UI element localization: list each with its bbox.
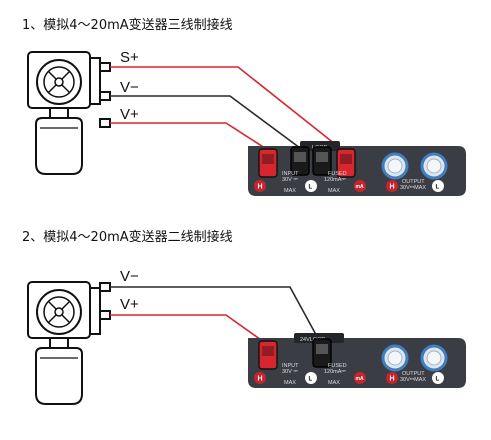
diagram-1-title: 1、模拟4～20mA变送器三线制接线	[22, 18, 233, 33]
l-badge-icon	[305, 180, 317, 192]
h-badge-label: H	[258, 184, 263, 191]
ma-badge-label: mA	[356, 376, 364, 382]
h-badge-icon	[254, 372, 266, 384]
h-badge-label: H	[258, 376, 263, 383]
output-spec-line: 30V⎓MAX	[400, 185, 426, 191]
output-jack-h-icon	[381, 152, 409, 180]
diagram-2: V− V+ 24VLOOP INPUT 30V ⎓ MAX FUSED 120m…	[27, 268, 466, 405]
l-badge-label: L	[309, 185, 313, 191]
wire-v-minus	[110, 95, 301, 149]
ma-badge-icon	[354, 372, 366, 384]
output-jack-h-icon	[381, 344, 409, 372]
input-spec-line: INPUT	[282, 363, 299, 369]
fused-spec-line: 120mA⎓	[324, 177, 346, 183]
l-badge-label: L	[309, 377, 313, 383]
wire-v-plus	[110, 122, 269, 151]
wire-v-plus	[110, 314, 265, 343]
h-badge-icon	[386, 180, 398, 192]
input-spec-line: 30V ⎓	[282, 369, 298, 375]
wire-v-minus	[110, 286, 321, 343]
output-spec-line: 30V⎓MAX	[400, 377, 426, 383]
wire-label: V+	[120, 106, 139, 123]
h-badge-icon	[386, 372, 398, 384]
output-jack-l-icon	[420, 344, 448, 372]
red-probe-clip	[258, 340, 278, 370]
input-spec-line: INPUT	[282, 171, 299, 177]
h-badge-label: H	[390, 184, 395, 191]
wire-label: S+	[120, 49, 139, 66]
diagram-1: S+ V− V+ LOOP INPUT 30V ⎓ MAX FUSED 120m…	[27, 49, 466, 196]
red-probe-clip	[258, 148, 278, 178]
input-spec-line: MAX	[284, 188, 296, 194]
h-badge-icon	[254, 180, 266, 192]
ma-badge-icon	[354, 180, 366, 192]
input-spec-line: 30V ⎓	[282, 177, 298, 183]
l-badge-icon	[432, 180, 444, 192]
fused-spec-line: MAX	[328, 380, 340, 386]
l-badge-icon	[432, 372, 444, 384]
fused-spec-line: FUSED	[328, 363, 347, 369]
l-badge-label: L	[436, 185, 440, 191]
calibrator-panel-1: LOOP INPUT 30V ⎓ MAX FUSED 120mA⎓ MAX OU…	[248, 141, 466, 196]
h-badge-label: H	[390, 376, 395, 383]
wire-label: V+	[120, 296, 139, 313]
l-badge-label: L	[436, 377, 440, 383]
wire-label: V−	[120, 268, 139, 285]
calibrator-panel-2: 24VLOOP INPUT 30V ⎓ MAX FUSED 120mA⎓ MAX…	[248, 333, 466, 388]
output-jack-l-icon	[420, 152, 448, 180]
diagram-2-title: 2、模拟4～20mA变送器二线制接线	[22, 230, 233, 245]
fused-spec-line: FUSED	[328, 171, 347, 177]
ma-badge-label: mA	[356, 184, 364, 190]
wire-label: V−	[120, 79, 139, 96]
wire-s-plus	[110, 66, 341, 149]
input-spec-line: MAX	[284, 380, 296, 386]
l-badge-icon	[305, 372, 317, 384]
transmitter-2-icon	[27, 281, 101, 405]
fused-spec-line: 120mA⎓	[324, 369, 346, 375]
transmitter-1-icon	[27, 51, 101, 175]
output-spec-line: OUTPUT	[402, 371, 425, 377]
fused-spec-line: MAX	[328, 188, 340, 194]
output-spec-line: OUTPUT	[402, 179, 425, 185]
